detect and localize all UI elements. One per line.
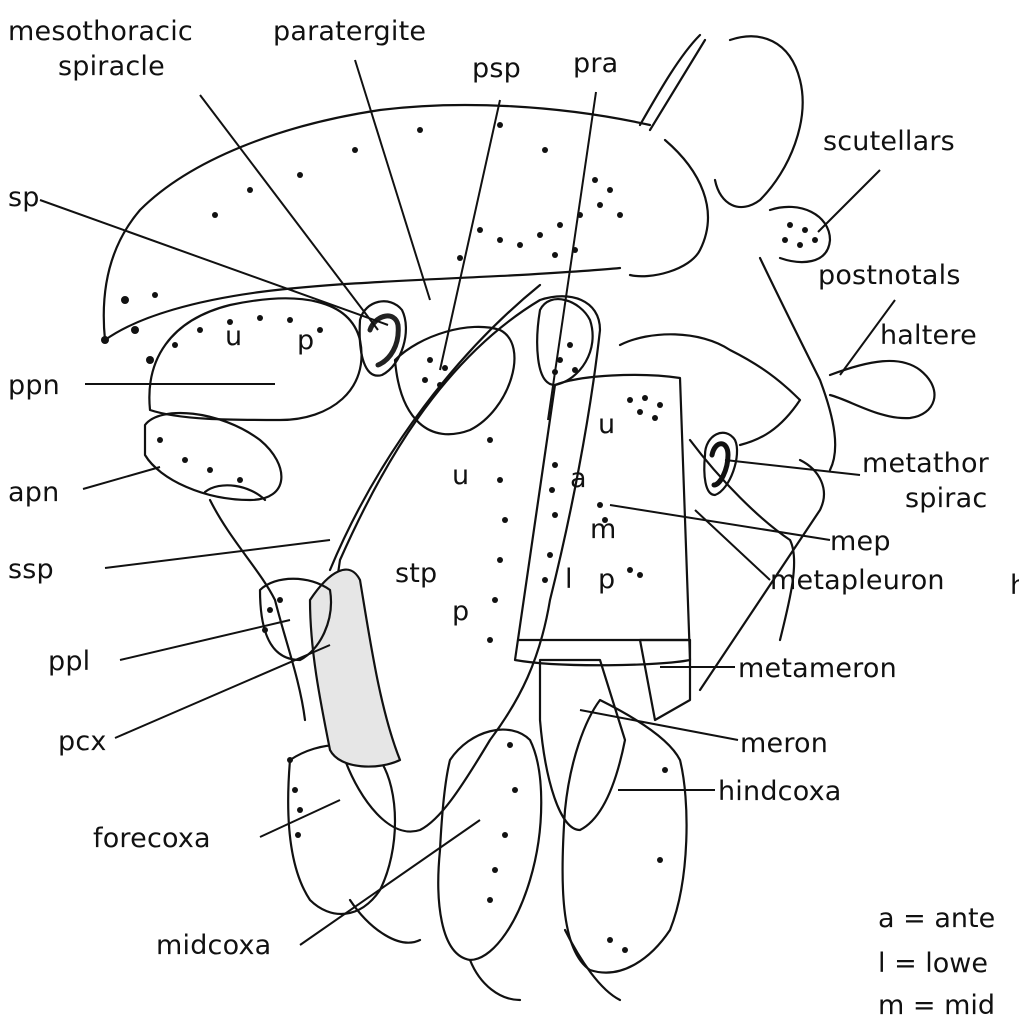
metanotum (620, 334, 800, 445)
label-paratergite: paratergite (273, 18, 426, 45)
label-mesothoracic-line2: spiracle (58, 53, 165, 80)
forecoxa-lower (350, 900, 420, 943)
label-stp: stp (395, 560, 437, 587)
leader-metathoracic-spiracle (725, 460, 860, 475)
leader-sp (40, 200, 388, 325)
letter-p-ppn: p (297, 327, 314, 354)
letter-a-mep: a (570, 465, 587, 492)
leader-metapleuron (695, 510, 770, 580)
prosternal-stalk (210, 500, 305, 720)
pcx-area (310, 570, 400, 767)
letter-u-mep: u (598, 411, 615, 438)
midcoxa (438, 730, 541, 960)
metathoracic-spiracle-inner (712, 444, 728, 485)
label-metameron: metameron (738, 655, 897, 682)
scutum-outline (104, 105, 650, 340)
leader-forecoxa (260, 800, 340, 837)
label-haltere: haltere (880, 322, 977, 349)
label-apn: apn (8, 479, 59, 506)
letter-u-ppn: u (225, 323, 242, 350)
label-meron: meron (740, 730, 828, 757)
label-psp: psp (472, 55, 521, 82)
label-ssp: ssp (8, 556, 54, 583)
label-metathoracic-line2: spirac (905, 485, 987, 512)
label-scutellars: scutellars (823, 128, 955, 155)
label-mesothoracic-line1: mesothoracic (8, 18, 193, 45)
scutellum (770, 207, 830, 262)
leader-ppl (120, 620, 290, 660)
letter-h-cut: h (1010, 572, 1019, 599)
leader-apn (83, 467, 160, 489)
meron (540, 660, 625, 830)
letter-p-mep: p (598, 566, 615, 593)
label-ppl: ppl (48, 648, 90, 675)
label-forecoxa: forecoxa (93, 825, 211, 852)
psp-area (395, 327, 514, 434)
label-hindcoxa: hindcoxa (718, 778, 842, 805)
letter-p-stp: p (452, 598, 469, 625)
postpronotum-lobe (149, 298, 361, 420)
label-sp: sp (8, 184, 40, 211)
pra-lobe (537, 299, 592, 385)
wing-base (630, 35, 708, 276)
letter-m-mep: m (590, 516, 616, 543)
key-line-m: m = mid (878, 992, 995, 1019)
label-mep: mep (830, 528, 891, 555)
leader-scutellars (818, 170, 880, 232)
label-midcoxa: midcoxa (156, 932, 271, 959)
label-ppn: ppn (8, 372, 60, 399)
forecoxa (288, 745, 395, 914)
metameron (640, 640, 690, 720)
key-line-a: a = ante (878, 905, 995, 932)
apn-inner (205, 485, 265, 500)
label-pcx: pcx (58, 728, 107, 755)
leader-paratergite (355, 60, 430, 300)
label-metapleuron: metapleuron (770, 567, 945, 594)
leader-ssp (105, 540, 330, 568)
anepimeron-line (330, 285, 540, 570)
leader-pcx (115, 645, 330, 738)
haltere-stalk (830, 361, 934, 418)
label-metathoracic-line1: metathor (862, 450, 989, 477)
postscutellum (715, 36, 803, 207)
leader-mep (610, 505, 830, 540)
letter-l-mep: l (565, 566, 573, 593)
key-line-l: l = lowe (878, 950, 988, 977)
metapleuron-outline (690, 440, 794, 640)
label-postnotals: postnotals (818, 262, 961, 289)
label-pra: pra (573, 50, 618, 77)
midcoxa-tip (470, 960, 520, 1000)
notum-lower-edge (105, 268, 620, 340)
letter-u-stp: u (452, 462, 469, 489)
leader-midcoxa (300, 820, 480, 945)
